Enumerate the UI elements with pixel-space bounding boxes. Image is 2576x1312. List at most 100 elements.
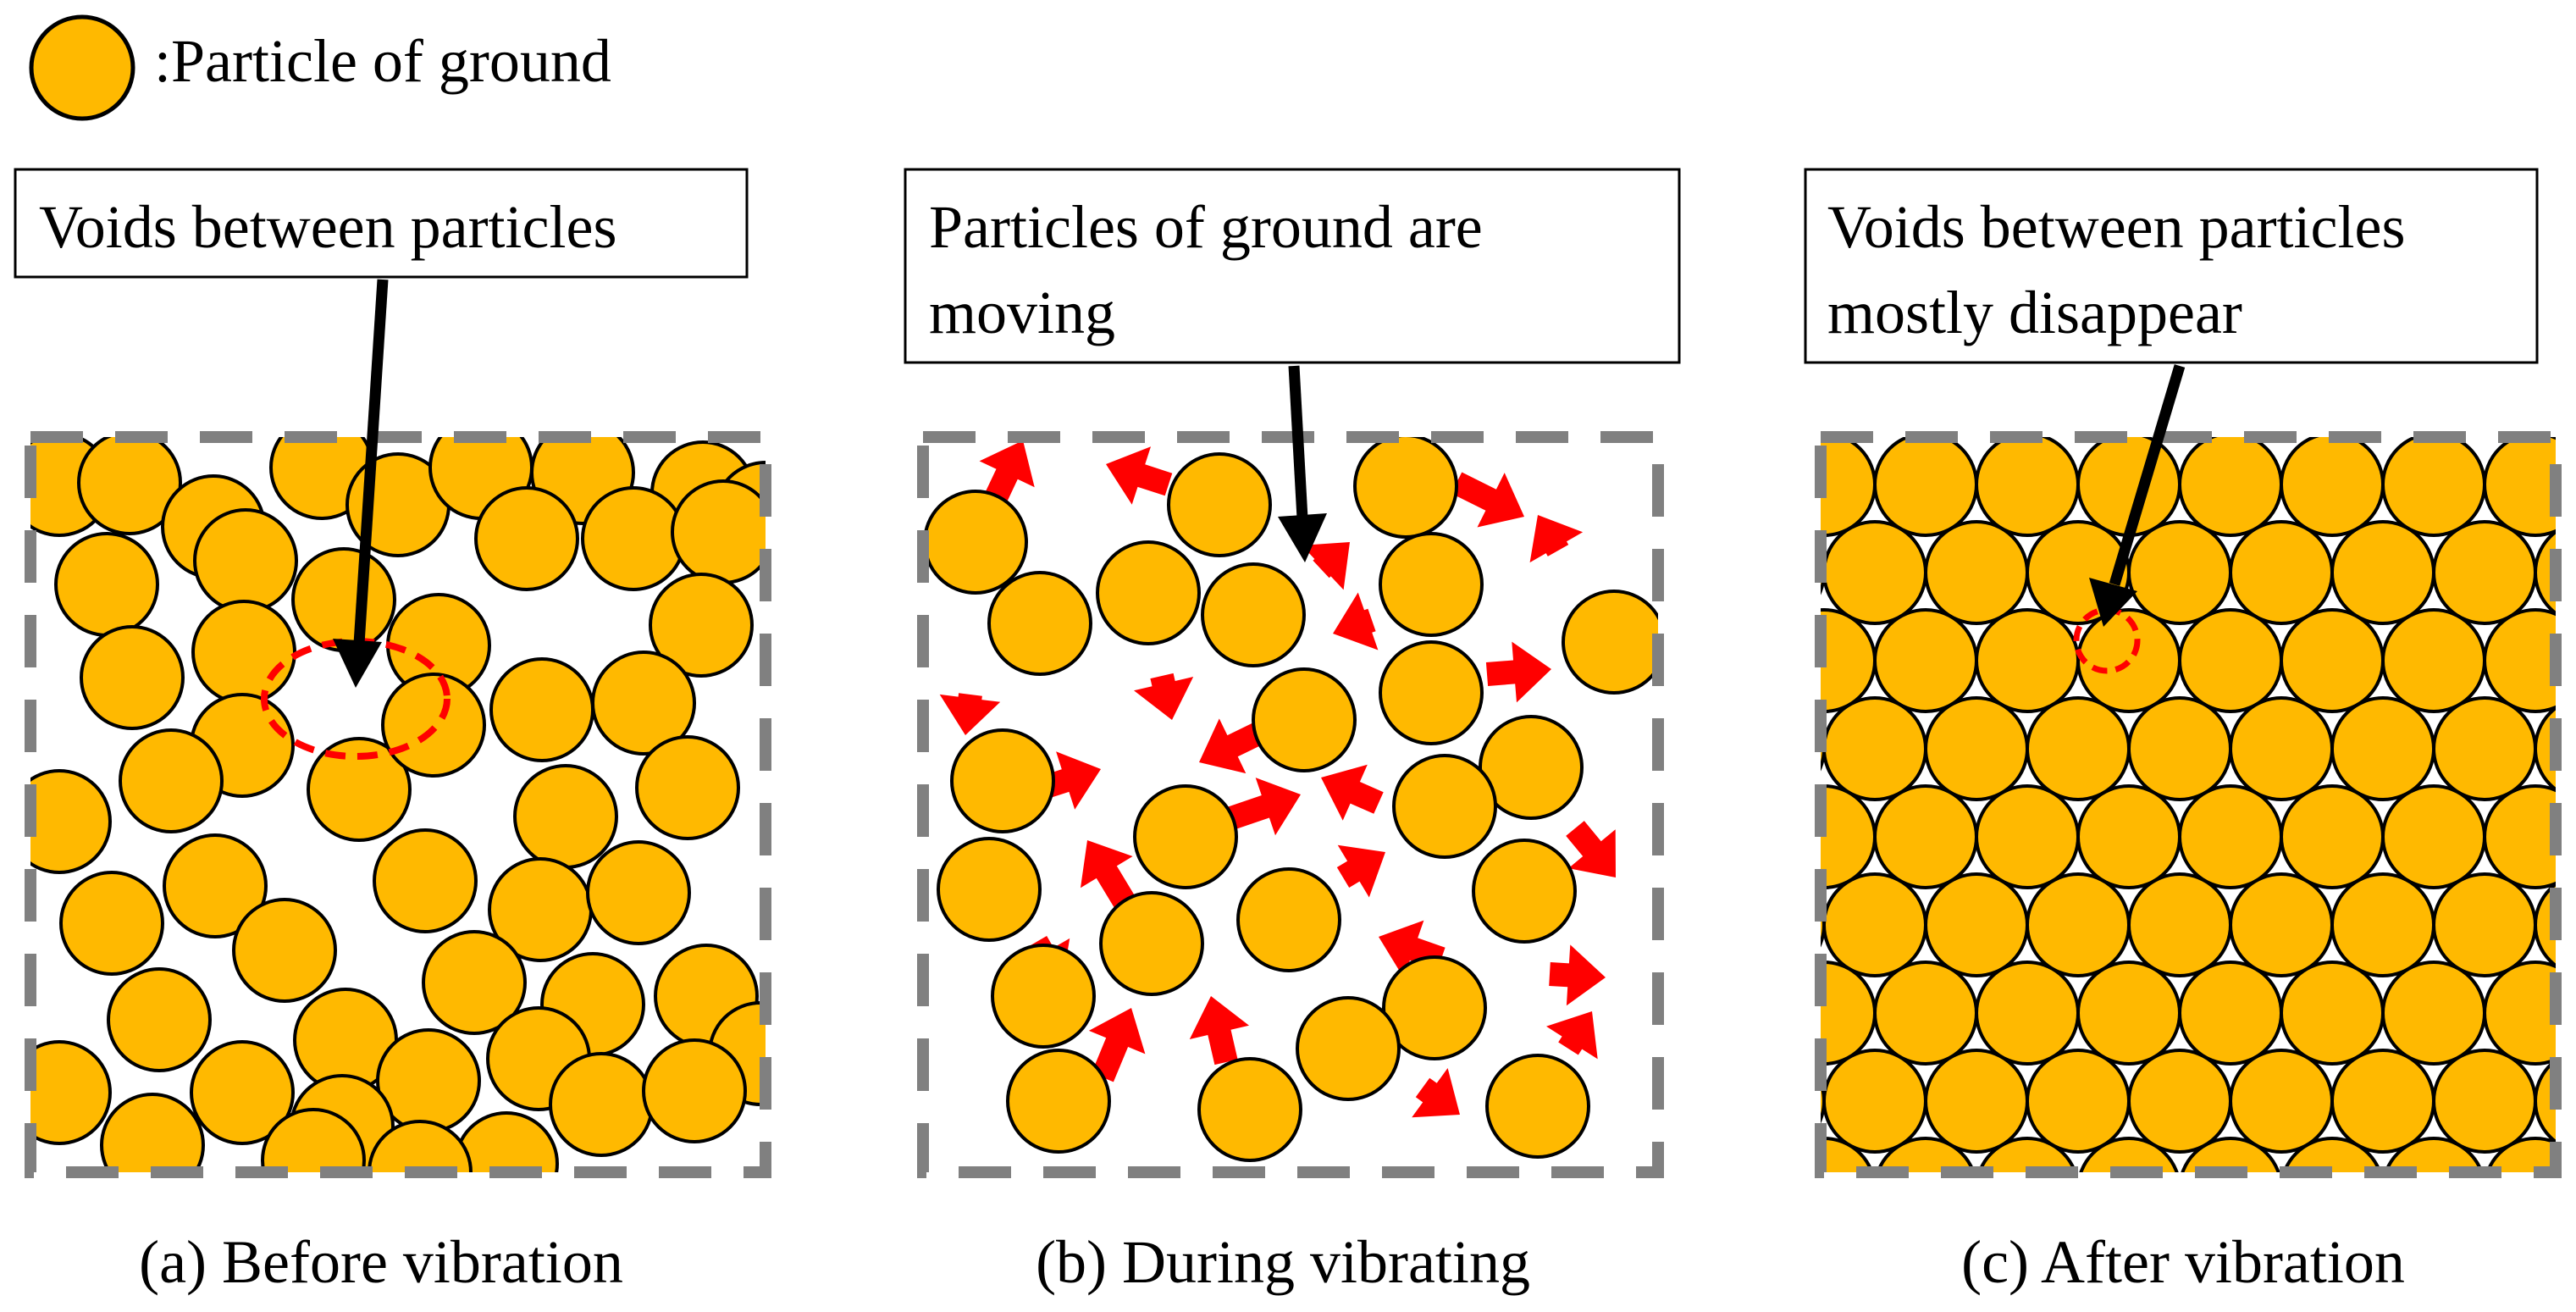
pointer-arrowhead-during — [1278, 513, 1327, 562]
particle-before-34 — [422, 930, 527, 1035]
pointer-arrowhead-before — [333, 639, 382, 688]
motion-arrow-21 — [1189, 996, 1249, 1066]
particle-after-30 — [1821, 726, 1826, 772]
motion-arrow-6 — [1485, 641, 1551, 703]
particle-after-43 — [1975, 784, 2080, 889]
particle-after-5 — [2178, 437, 2283, 537]
callout-during: Particles of ground are moving — [904, 168, 1681, 364]
particle-before-26 — [513, 764, 618, 869]
particle-during-21 — [1197, 1057, 1302, 1162]
motion-arrow-3 — [1529, 515, 1584, 563]
particle-after-27 — [2381, 608, 2486, 713]
particle-during-13 — [1392, 754, 1497, 859]
particle-after-68 — [2483, 960, 2556, 1066]
motion-arrow-14 — [1081, 840, 1136, 911]
soil-boundary-before — [25, 431, 771, 1178]
particle-after-60 — [1672, 962, 1773, 1064]
motion-arrow-11 — [1039, 751, 1101, 810]
particle-before-22 — [489, 657, 594, 762]
particle-during-23 — [1296, 996, 1401, 1101]
particle-group-before — [30, 437, 766, 1172]
particle-after-0 — [1672, 434, 1773, 535]
particle-after-52 — [1924, 872, 2029, 977]
particle-after-23 — [1975, 608, 2080, 713]
particle-before-47 — [642, 1038, 747, 1143]
particle-during-2 — [1353, 437, 1458, 539]
motion-arrow-7 — [939, 693, 1001, 735]
legend: :Particle of ground — [29, 14, 611, 121]
particle-after-67 — [2381, 960, 2486, 1066]
pointer-arrowhead-after — [2089, 578, 2137, 627]
particle-after-28 — [2483, 608, 2556, 713]
callout-text-during-line-2: moving — [929, 279, 1115, 346]
motion-arrow-17 — [1549, 944, 1606, 1006]
particle-after-74 — [2127, 1049, 2232, 1154]
particle-before-37 — [107, 967, 212, 1072]
particle-during-16 — [1099, 891, 1204, 996]
particle-after-72 — [1924, 1049, 2029, 1154]
motion-arrow-15 — [1336, 844, 1385, 898]
legend-particle-icon — [29, 14, 135, 121]
particle-after-35 — [2229, 696, 2334, 801]
caption-during: (b) During vibrating — [1036, 1228, 1530, 1296]
particle-group-during — [923, 437, 1658, 1162]
particle-before-32 — [59, 871, 164, 976]
particle-after-87 — [2384, 1137, 2484, 1172]
particle-during-1 — [1167, 452, 1272, 557]
callout-after: Voids between particles mostly disappear — [1804, 168, 2539, 364]
particle-after-47 — [2381, 784, 2486, 889]
particle-after-36 — [2330, 696, 2435, 801]
particle-after-64 — [2076, 960, 2181, 1066]
particle-before-29 — [373, 828, 478, 933]
caption-before: (a) Before vibration — [139, 1228, 623, 1296]
particle-before-15 — [191, 600, 296, 705]
particle-before-13 — [671, 479, 766, 584]
particle-after-77 — [2432, 1049, 2537, 1154]
particle-before-20 — [307, 737, 412, 842]
callout-box-during — [904, 168, 1681, 364]
particle-during-7 — [1562, 590, 1658, 695]
particle-before-1 — [77, 437, 182, 535]
particle-during-4 — [1096, 540, 1201, 645]
particle-during-15 — [1472, 839, 1577, 944]
callout-text-during-line-1: Particles of ground are — [929, 193, 1483, 261]
motion-arrow-8 — [1134, 673, 1194, 720]
callout-box-after — [1804, 168, 2539, 364]
particle-after-65 — [2178, 960, 2283, 1066]
legend-label: :Particle of ground — [154, 27, 611, 95]
particle-during-5 — [1201, 562, 1306, 667]
particle-before-42 — [30, 1040, 112, 1145]
particle-during-8 — [1379, 640, 1484, 745]
particle-before-25 — [119, 728, 224, 833]
particle-after-8 — [2483, 437, 2556, 537]
particle-after-24 — [2076, 608, 2181, 713]
particle-after-88 — [2485, 1137, 2556, 1172]
particle-after-25 — [2178, 608, 2283, 713]
callout-text-after-line-1: Voids between particles — [1827, 193, 2406, 261]
particle-before-18 — [80, 625, 185, 730]
particle-before-43 — [190, 1040, 295, 1145]
particle-after-44 — [2076, 784, 2181, 889]
panel-during-vibrating: Particles of ground are moving (b) Durin… — [904, 168, 1681, 1296]
particle-after-32 — [1924, 696, 2029, 801]
particle-after-34 — [2127, 696, 2232, 801]
particle-after-20 — [1672, 610, 1773, 711]
particle-during-12 — [1133, 784, 1238, 889]
motion-arrow-19 — [1546, 1011, 1598, 1060]
particle-before-33 — [232, 898, 337, 1003]
particle-before-50 — [368, 1120, 473, 1172]
particle-before-27 — [635, 735, 740, 840]
soil-boundary-after — [1815, 431, 2562, 1178]
soil-boundary-during — [917, 431, 1664, 1178]
motion-arrow-5 — [1333, 592, 1379, 650]
particle-during-18 — [991, 944, 1096, 1049]
particle-after-75 — [2229, 1049, 2334, 1154]
particle-after-12 — [1924, 520, 2029, 625]
particle-after-7 — [2381, 437, 2486, 537]
particle-after-45 — [2178, 784, 2283, 889]
caption-after: (c) After vibration — [1961, 1228, 2405, 1296]
particle-after-16 — [2330, 520, 2435, 625]
particle-during-3 — [987, 571, 1092, 676]
particle-after-66 — [2280, 960, 2385, 1066]
particle-before-14 — [291, 547, 396, 652]
